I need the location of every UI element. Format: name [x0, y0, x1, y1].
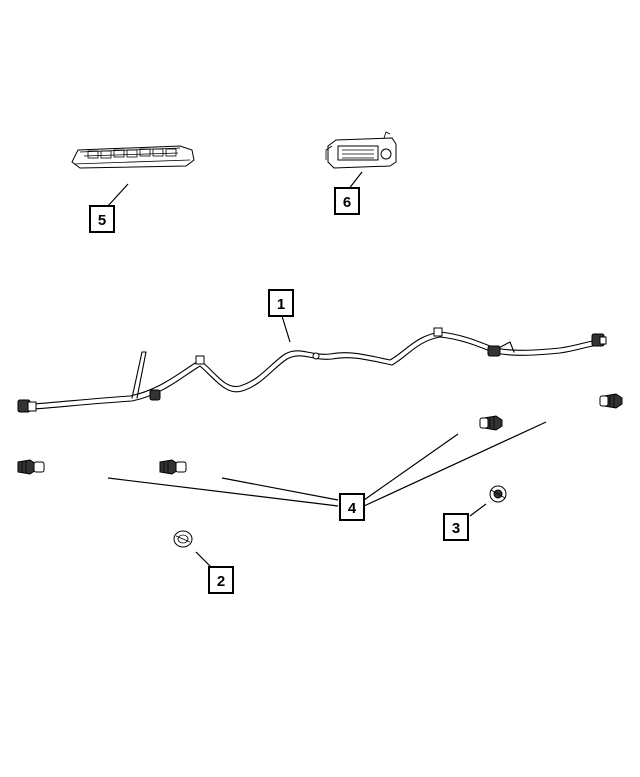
- part-4-sensor-right-outer: [599, 393, 623, 409]
- callout-4[interactable]: 4: [339, 493, 365, 521]
- leader-1: [281, 315, 291, 343]
- part-6-module: [325, 131, 397, 169]
- svg-text:3: 3: [452, 520, 460, 537]
- callout-3[interactable]: 3: [443, 513, 469, 541]
- leader-5: [107, 183, 129, 207]
- svg-text:4: 4: [348, 500, 357, 517]
- leader-3: [469, 503, 487, 517]
- callout-1[interactable]: 1: [268, 289, 294, 317]
- callout-2[interactable]: 2: [208, 566, 234, 594]
- svg-text:1: 1: [277, 296, 285, 313]
- part-1-wiring-harness: [17, 327, 607, 413]
- part-5-module: [71, 145, 195, 169]
- leaders-4: [107, 421, 547, 507]
- part-4-sensor-right-inner: [479, 415, 503, 431]
- part-2-bezel: [173, 530, 193, 548]
- part-4-sensor-left-outer: [17, 459, 45, 475]
- part-3-bezel: [489, 485, 507, 503]
- svg-text:5: 5: [98, 212, 106, 229]
- callout-6[interactable]: 6: [334, 187, 360, 215]
- callout-5[interactable]: 5: [89, 205, 115, 233]
- part-4-sensor-left-inner: [159, 459, 187, 475]
- svg-text:6: 6: [343, 194, 351, 211]
- svg-text:2: 2: [217, 573, 225, 590]
